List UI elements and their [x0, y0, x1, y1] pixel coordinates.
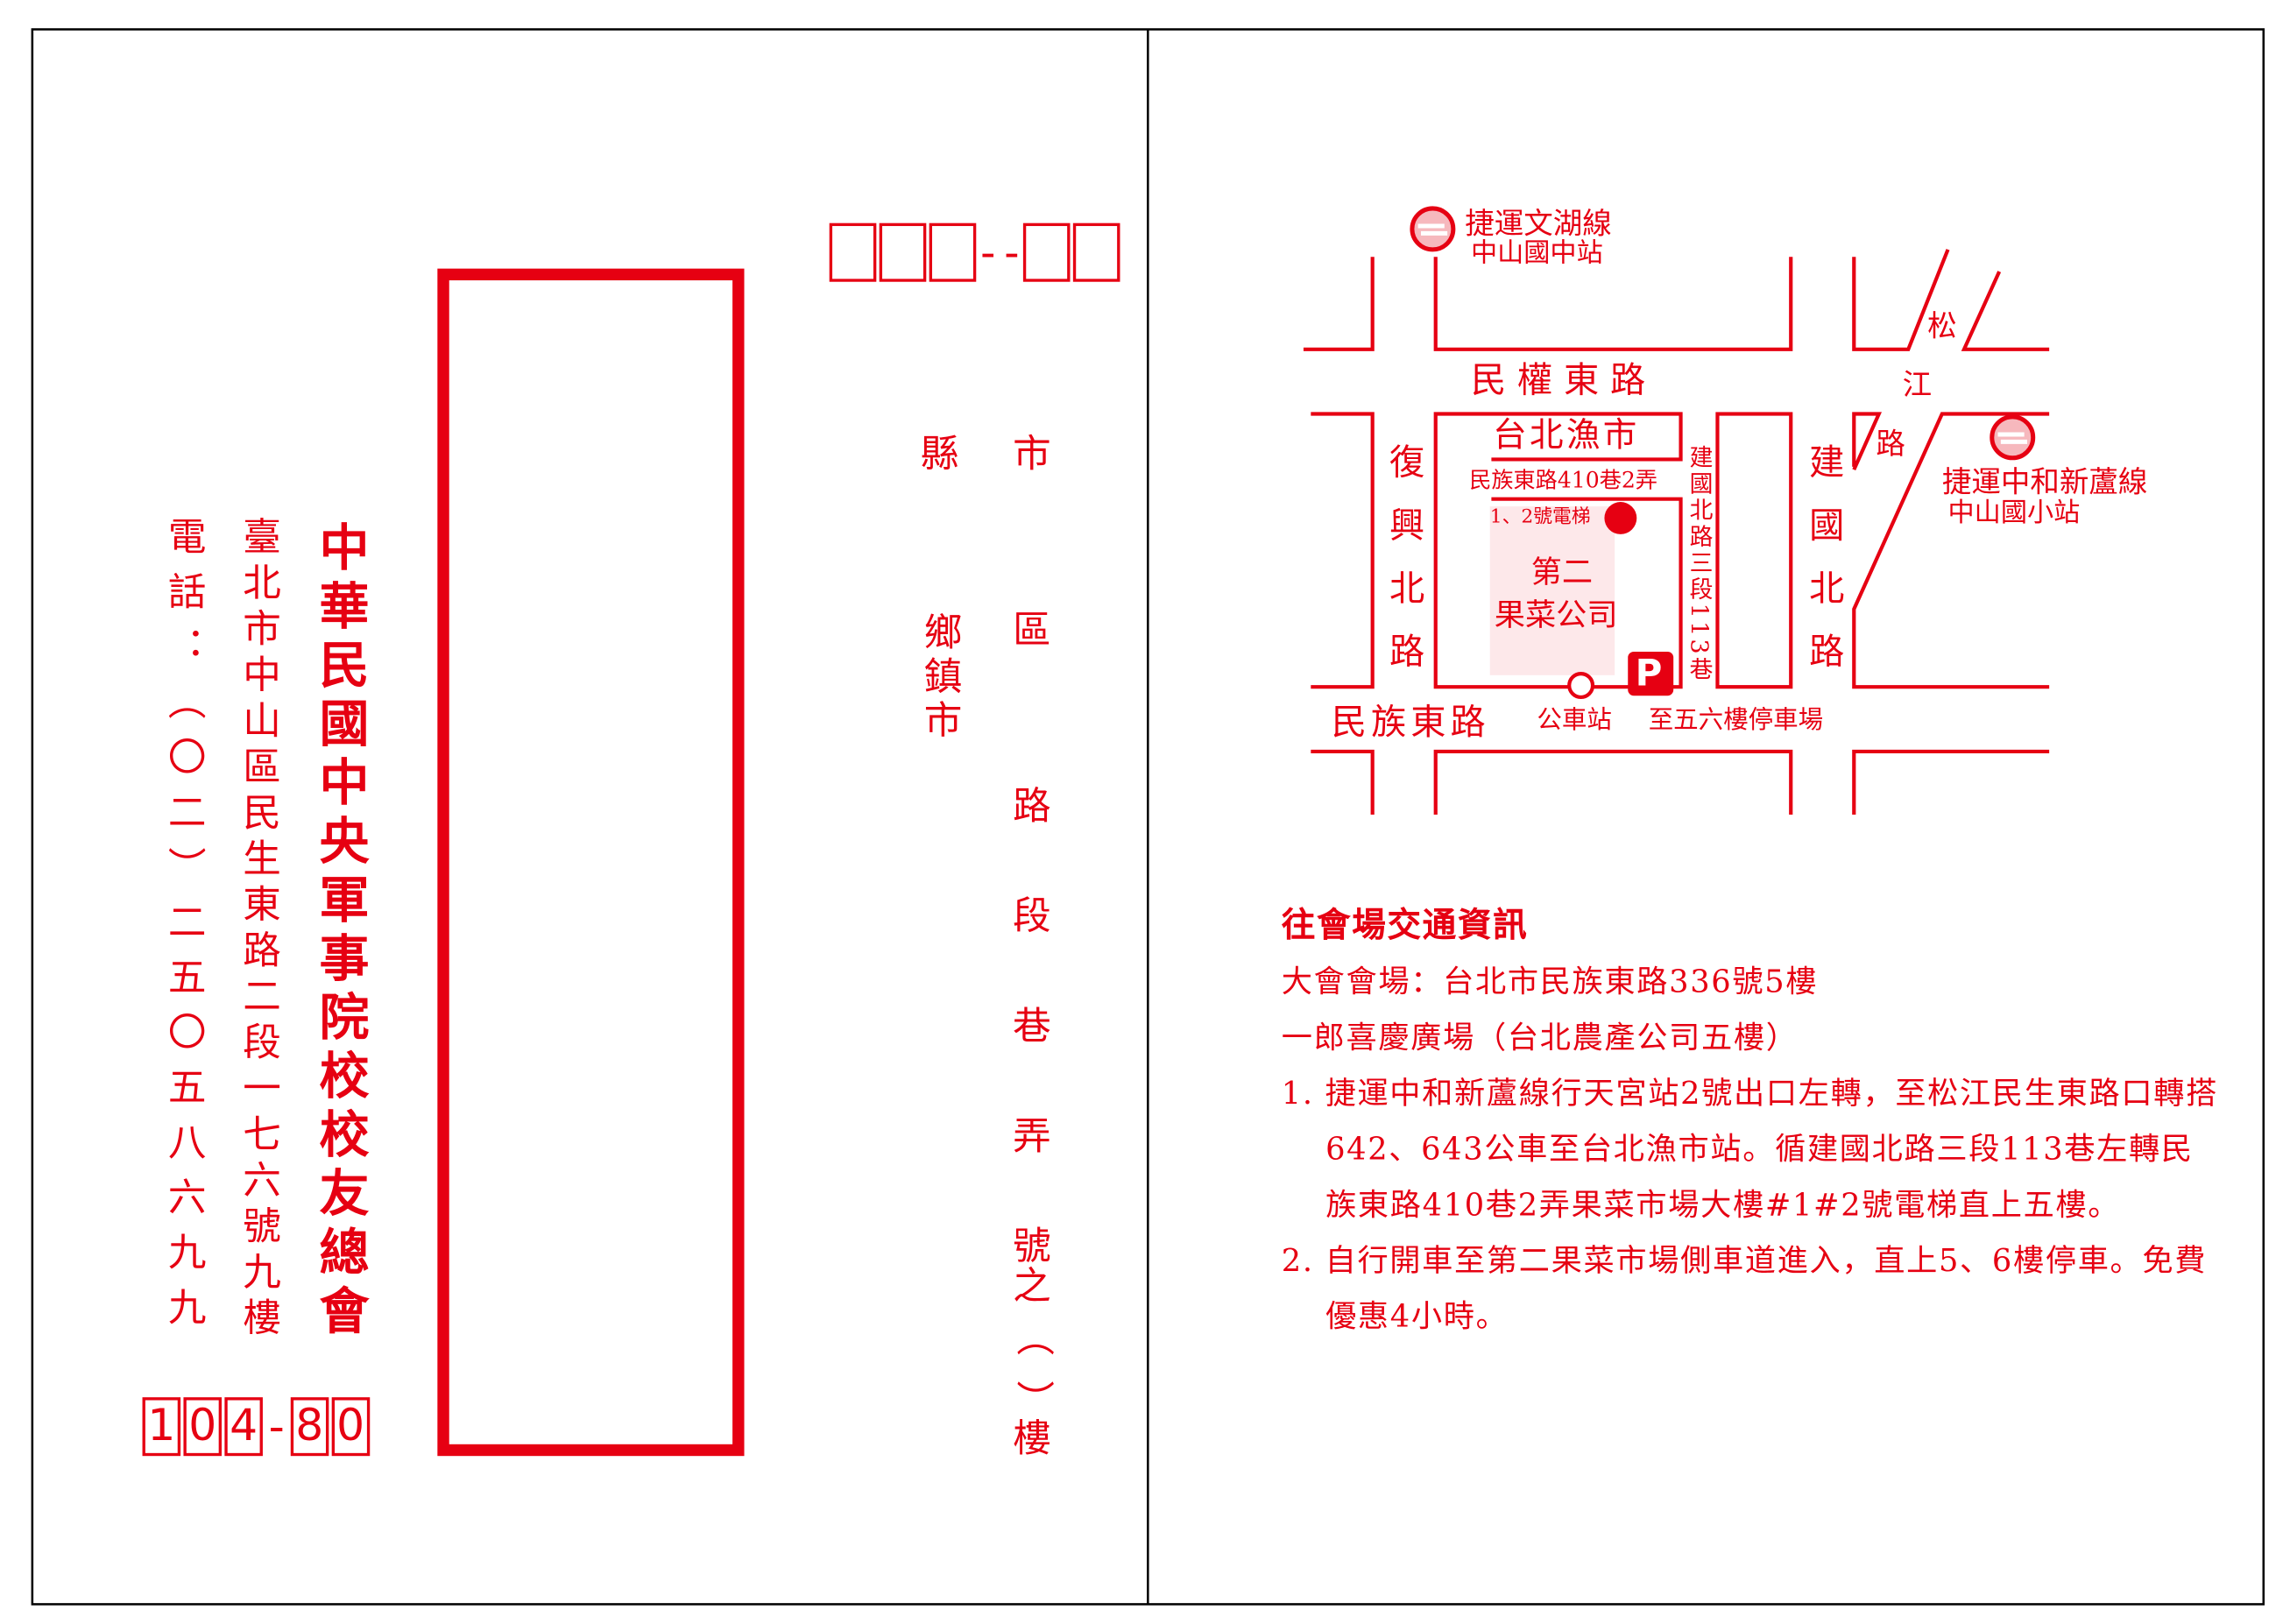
elevator-label: 1、2號電梯 [1489, 506, 1591, 529]
info-venue: 大會會場：台北市民族東路336號5樓 [1281, 964, 1819, 1000]
zip-dash: - [1004, 226, 1020, 279]
map-roads [1303, 249, 2050, 815]
label-paren: （ ） [1009, 1317, 1055, 1424]
label-district: 區 [1013, 609, 1051, 653]
road-minzu: 民族東路 [1331, 701, 1490, 743]
fish-market: 台北漁市 [1493, 416, 1640, 455]
fruit-company-area [1489, 506, 1615, 675]
lane-jianguo: 建國北路三段113巷 [1685, 444, 1714, 684]
recipient-zip-boxes[interactable]: - - [829, 222, 1120, 282]
mrt2-line: 捷運中和新蘆線 [1941, 463, 2148, 499]
label-city: 市 [1013, 433, 1051, 477]
label-township: 鄉鎮市 [917, 611, 962, 745]
road-minquan: 民 權 東 路 [1470, 359, 1646, 401]
road-songjiang: 松 [1927, 307, 1957, 344]
info-venue-sub: 一郎喜慶廣場（台北農產公司五樓） [1281, 1020, 1799, 1056]
parking-icon [1628, 651, 1674, 696]
sender-address: 臺北市中山區民生東路二段一七六號九樓 [236, 516, 281, 1344]
mrt1-line: 捷運文湖線 [1465, 205, 1612, 241]
bus-stop-label: 公車站 [1537, 705, 1612, 736]
road-jianguo: 建國北路 [1802, 443, 1844, 696]
bus-stop-icon [1567, 672, 1595, 700]
fruit-company-line2: 果菜公司 [1494, 597, 1618, 633]
label-number: 號 [1013, 1225, 1051, 1270]
mrt-logo-icon [1990, 414, 2036, 461]
label-county: 縣 [920, 433, 959, 477]
mrt1-station: 中山國中站 [1470, 237, 1603, 269]
parking-label: 至五六樓停車場 [1648, 705, 1824, 736]
mrt2-station: 中山國小站 [1947, 498, 2081, 529]
lane-minzu: 民族東路410巷2弄 [1469, 466, 1658, 494]
org-name: 中華民國中央軍事院校校友總會 [309, 520, 369, 1344]
info-step-2: 2. 自行開車至第二果菜市場側車道進入，直上5、6樓停車。免費優惠4小時。 [1281, 1243, 2208, 1335]
label-section: 段 [1013, 895, 1051, 940]
label-floor: 樓 [1013, 1417, 1051, 1462]
stamp-area [437, 268, 745, 1457]
road-songjiang: 路 [1876, 425, 1905, 462]
road-songjiang: 江 [1902, 366, 1933, 403]
parking-letter: P [1635, 651, 1663, 695]
label-lane: 巷 [1013, 1005, 1051, 1050]
info-title: 往會場交通資訊 [1281, 905, 1529, 946]
sender-zip: 1 0 4 - 8 0 [142, 1397, 370, 1457]
label-road: 路 [1013, 785, 1051, 830]
sender-phone: 電話：（〇二）二五〇五八六九九 [161, 516, 206, 1343]
label-alley: 弄 [1013, 1115, 1051, 1160]
info-step-1: 1. 捷運中和新蘆線行天宮站2號出口左轉，至松江民生東路口轉搭642、643公車… [1281, 1076, 2218, 1223]
fruit-company-line1: 第二 [1530, 554, 1594, 590]
road-fuxing: 復興北路 [1382, 443, 1424, 696]
elevator-dot [1604, 502, 1637, 534]
mrt-logo-icon [1410, 206, 1456, 252]
label-of: 之 [1013, 1265, 1051, 1310]
transport-info: 往會場交通資訊 大會會場：台北市民族東路336號5樓 一郎喜慶廣場（台北農產公司… [1282, 898, 2221, 1344]
